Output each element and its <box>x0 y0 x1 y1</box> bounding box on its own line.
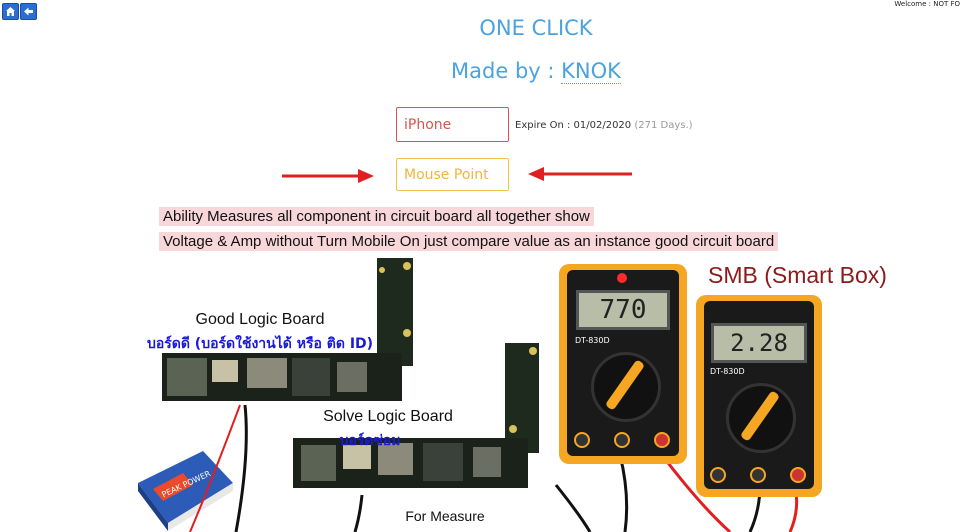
multimeter-1-display: 770 <box>576 290 670 330</box>
home-button[interactable] <box>2 3 19 20</box>
multimeter-1: 770 DT-830D <box>559 264 687 464</box>
multimeter-2: 2.28 DT-830D <box>696 295 822 497</box>
multimeter-2-display: 2.28 <box>711 323 807 363</box>
welcome-text: Welcome : NOT FO <box>894 0 960 8</box>
made-by-line: Made by : KNOK <box>0 59 960 84</box>
made-by-prefix: Made by : <box>451 59 562 83</box>
good-logic-board-image <box>162 258 413 401</box>
home-icon <box>6 7 15 16</box>
good-board-thai-label: บอร์ดดี (บอร์ดใช้งานได้ หรือ ติด ID) <box>146 336 374 352</box>
multimeter-1-model: DT-830D <box>575 336 610 345</box>
multimeter-1-dial <box>591 352 661 422</box>
made-by-name[interactable]: KNOK <box>561 59 621 84</box>
solve-board-label: Solve Logic Board <box>323 408 453 425</box>
expire-info: Expire On : 01/02/2020 (271 Days.) <box>515 120 693 131</box>
indicator-light <box>617 273 627 283</box>
mouse-point-button[interactable]: Mouse Point <box>396 158 509 191</box>
smb-title: SMB (Smart Box) <box>708 262 887 288</box>
back-arrow-icon <box>24 7 33 16</box>
left-arrow-icon <box>528 167 632 181</box>
page-title: ONE CLICK <box>479 16 593 40</box>
solve-logic-board-image <box>293 343 539 488</box>
expire-days: (271 Days.) <box>634 120 693 131</box>
multimeter-2-model: DT-830D <box>710 367 745 376</box>
good-board-label: Good Logic Board <box>195 311 325 328</box>
back-button[interactable] <box>20 3 37 20</box>
mouse-point-label: Mouse Point <box>404 166 489 183</box>
description-line-1: Ability Measures all component in circui… <box>159 207 594 226</box>
description-line-2: Voltage & Amp without Turn Mobile On jus… <box>159 232 779 251</box>
solve-board-thai-label: บอร์ดซ่อม <box>339 433 401 449</box>
expire-date: Expire On : 01/02/2020 <box>515 120 632 131</box>
device-input-value: iPhone <box>404 116 452 133</box>
for-measure-label: For Measure <box>405 508 485 524</box>
product-illustration: Good Logic Board บอร์ดดี (บอร์ดใช้งานได้… <box>0 255 960 532</box>
right-arrow-icon <box>282 169 374 183</box>
multimeter-2-dial <box>726 383 796 453</box>
device-input[interactable]: iPhone <box>396 107 509 142</box>
